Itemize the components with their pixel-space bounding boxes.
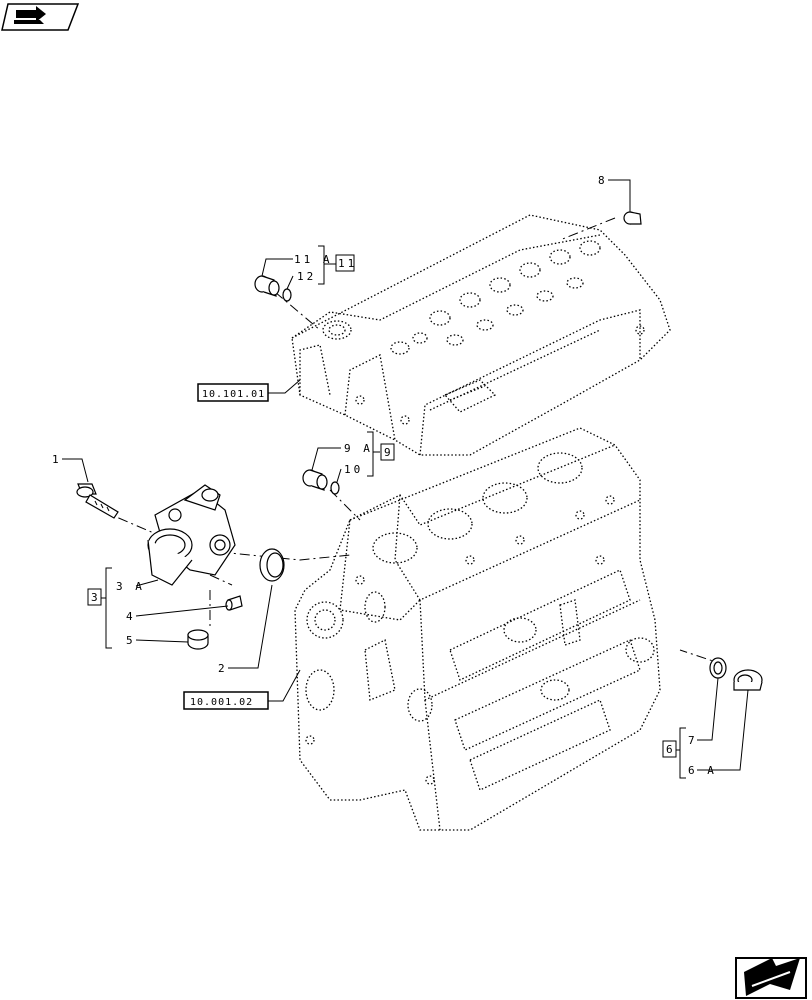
box-3 [87, 588, 102, 606]
leader-3a [135, 579, 159, 587]
book-arrow-icon[interactable] [1, 3, 80, 31]
label-3a: 3 A [116, 580, 145, 593]
label-8: 8 [598, 174, 608, 187]
axis-line-7 [559, 217, 616, 241]
bracket-11 [318, 245, 325, 285]
label-12: 12 [297, 270, 316, 283]
label-3: 3 [91, 591, 101, 604]
leader-4 [135, 605, 229, 617]
plug-9a-part[interactable] [302, 469, 328, 491]
plug-part[interactable] [187, 629, 209, 650]
bracket-6 [679, 727, 686, 779]
label-1: 1 [52, 453, 62, 466]
box-6 [662, 740, 677, 758]
plug-6a-part[interactable] [733, 669, 763, 691]
washer-10-part[interactable] [330, 481, 340, 495]
leader-2 [228, 584, 273, 669]
ref-box-block[interactable] [183, 691, 269, 710]
label-9: 9 [384, 446, 394, 459]
leader-5 [135, 639, 189, 643]
label-6a: 6 A [688, 764, 717, 777]
bracket-9 [367, 431, 374, 477]
leader-6a [697, 689, 749, 771]
leader-11a [261, 258, 293, 277]
ref-label-head: 10.101.01 [202, 389, 265, 400]
bolt-part[interactable] [76, 483, 119, 519]
label-11a: 11 A [294, 253, 333, 266]
leader-10 [336, 468, 342, 483]
engine-block [294, 427, 661, 831]
bracket-3 [105, 567, 112, 649]
box-11 [335, 254, 355, 272]
axis-line-6 [274, 291, 321, 331]
pin-part[interactable] [225, 595, 243, 611]
label-7: 7 [688, 734, 698, 747]
seal-7-part[interactable] [709, 657, 727, 679]
leader-ref-block [268, 669, 301, 702]
seal-ring-part[interactable] [259, 548, 285, 582]
next-page-arrow-icon[interactable] [735, 957, 807, 999]
label-9a: 9 A [344, 442, 373, 455]
plug-8-part[interactable] [623, 211, 642, 225]
leader-1 [62, 458, 89, 483]
leader-9a [311, 447, 341, 471]
thermostat-housing-part[interactable] [147, 484, 236, 586]
ref-box-head[interactable] [197, 383, 269, 402]
label-4: 4 [126, 610, 136, 623]
label-6: 6 [666, 743, 676, 756]
label-10: 10 [344, 463, 363, 476]
washer-12-part[interactable] [282, 288, 292, 302]
leader-ref-head [268, 379, 301, 394]
leader-8 [608, 179, 631, 212]
axis-line-3 [209, 574, 233, 586]
box-9 [380, 443, 395, 461]
axis-line-5 [329, 489, 361, 521]
cylinder-head [291, 214, 671, 456]
label-11: 11 [338, 257, 357, 270]
label-5: 5 [126, 634, 136, 647]
label-2: 2 [218, 662, 228, 675]
axis-line-2 [199, 549, 351, 561]
leader-12 [286, 275, 294, 290]
plug-11a-part[interactable] [254, 275, 280, 297]
leader-7 [697, 677, 719, 741]
ref-label-block: 10.001.02 [190, 697, 253, 708]
